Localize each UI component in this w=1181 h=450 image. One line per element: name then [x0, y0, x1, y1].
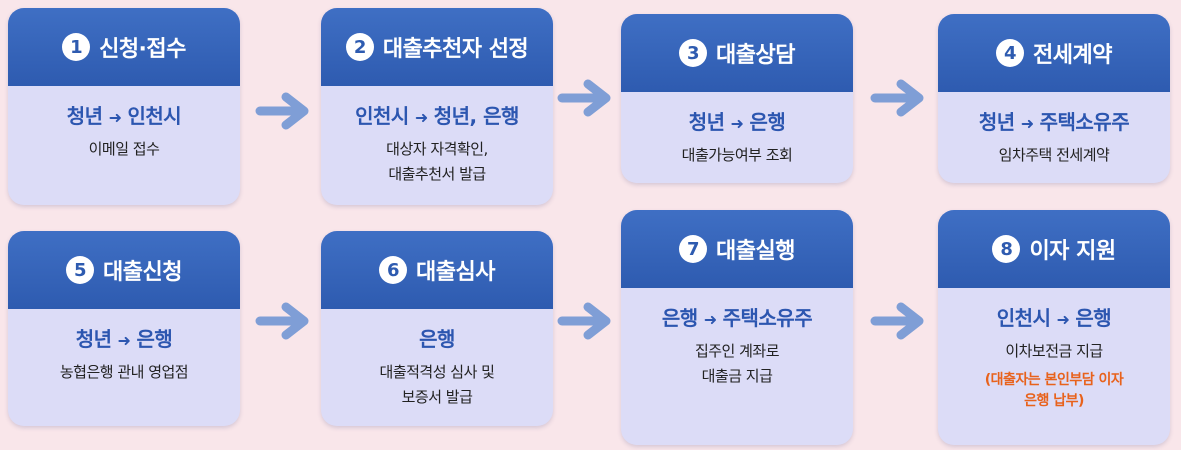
step-header: 3 대출상담: [621, 14, 853, 92]
arrow-right-icon: ➜: [1056, 310, 1070, 329]
step-header: 5 대출신청: [8, 231, 240, 309]
step-description: 보증서 발급: [401, 388, 473, 406]
arrow-right-icon: ➜: [117, 331, 131, 350]
flow-from: 청년: [688, 110, 725, 134]
right-arrow-icon: [870, 79, 924, 117]
step-title: 신청·접수: [99, 37, 186, 62]
right-arrow-icon: [557, 302, 611, 340]
flow-to: 주택소유주: [722, 306, 813, 330]
right-arrow-icon: [255, 302, 309, 340]
right-arrow-icon: [870, 302, 924, 340]
flow-from: 은행: [661, 306, 698, 330]
arrow-right-icon: ➜: [108, 108, 122, 127]
step-flow: 청년 ➜ 은행: [8, 323, 240, 352]
note-line: 은행 납부): [1024, 393, 1084, 409]
step-number-badge: 2: [345, 33, 374, 61]
right-arrow-icon: [557, 79, 611, 117]
step-header: 4 전세계약: [938, 14, 1170, 92]
step-description: 대출가능여부 조회: [681, 146, 793, 164]
flow-from: 인천시: [996, 306, 1051, 330]
step-title: 대출심사: [416, 260, 495, 285]
step-title: 이자 지원: [1029, 239, 1116, 264]
arrow-right-icon: ➜: [1020, 114, 1034, 133]
step-description: 대출금 지급: [701, 367, 773, 385]
step-number-badge: 5: [66, 256, 95, 284]
step-title: 대출실행: [716, 239, 795, 264]
step-description: 임차주택 전세계약: [998, 146, 1110, 164]
step-number-badge: 8: [992, 235, 1021, 263]
step-description: 이메일 접수: [88, 140, 160, 158]
flow-from: 청년: [978, 110, 1015, 134]
flow-from: 청년: [66, 104, 103, 128]
step-description: 이차보전금 지급: [1005, 342, 1103, 360]
arrow-right-icon: ➜: [730, 114, 744, 133]
step-description: 집주인 계좌로: [694, 342, 780, 360]
flow-from: 은행: [419, 327, 455, 351]
step-number-badge: 1: [62, 33, 91, 61]
step-flow: 청년 ➜ 은행: [621, 106, 853, 135]
step-title: 대출상담: [716, 43, 795, 68]
flow-from: 인천시: [355, 104, 409, 128]
flow-to: 은행: [749, 110, 786, 134]
flow-from: 청년: [75, 327, 112, 351]
flow-to: 주택소유주: [1039, 110, 1130, 134]
step-flow: 청년 ➜ 주택소유주: [938, 106, 1170, 135]
step-header: 1 신청·접수: [8, 8, 240, 86]
step-number-badge: 6: [379, 256, 408, 284]
step-number-badge: 4: [996, 39, 1025, 67]
step-description: 대출적격성 심사 및: [379, 363, 495, 381]
arrow-right-icon: ➜: [703, 310, 717, 329]
step-number-badge: 3: [679, 39, 708, 67]
flow-to: 인천시: [127, 104, 182, 128]
step-description: 대상자 자격확인,: [386, 140, 488, 158]
right-arrow-icon: [255, 92, 309, 130]
flow-to: 은행: [1075, 306, 1112, 330]
step-flow: 인천시 ➜ 은행: [938, 302, 1170, 331]
step-flow: 인천시 ➜ 청년, 은행: [321, 100, 553, 129]
step-title: 전세계약: [1033, 43, 1112, 68]
step-title: 대출신청: [103, 260, 182, 285]
step-title: 대출추천자 선정: [382, 37, 529, 62]
step-description: 농협은행 관내 영업점: [59, 363, 189, 381]
step-flow: 은행 ➜ 주택소유주: [621, 302, 853, 331]
step-header: 7 대출실행: [621, 210, 853, 288]
step-description: 대출추천서 발급: [388, 165, 486, 183]
step-number-badge: 7: [679, 235, 708, 263]
step-flow: 청년 ➜ 인천시: [8, 100, 240, 129]
step-header: 8 이자 지원: [938, 210, 1170, 288]
flow-to: 은행: [136, 327, 173, 351]
note-line: (대출자는 본인부담 이자: [984, 372, 1124, 388]
step-header: 6 대출심사: [321, 231, 553, 309]
step-flow: 은행: [321, 323, 553, 352]
flow-to: 청년, 은행: [433, 104, 520, 128]
arrow-right-icon: ➜: [414, 108, 428, 127]
step-header: 2 대출추천자 선정: [321, 8, 553, 86]
